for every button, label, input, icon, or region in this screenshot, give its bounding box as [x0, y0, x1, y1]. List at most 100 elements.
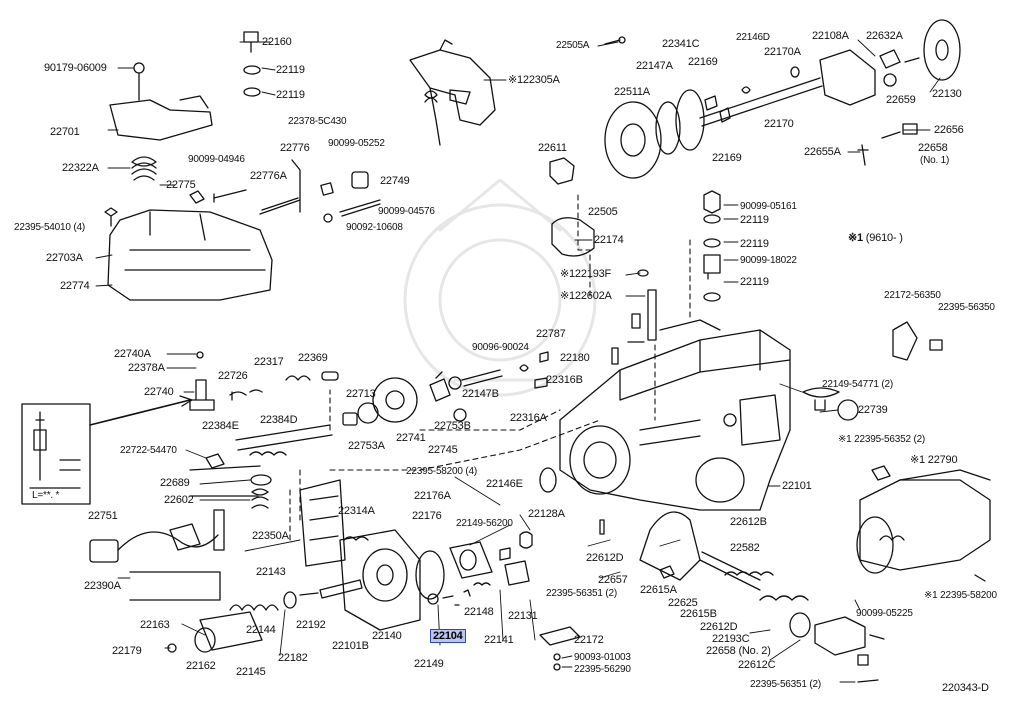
part-label-22612d[interactable]: 22612D — [586, 552, 624, 564]
part-label-22774[interactable]: 22774 — [60, 280, 90, 292]
part-label-22395-58200-4[interactable]: 22395-58200 (4) — [406, 466, 477, 477]
part-label-90099-05252[interactable]: 90099-05252 — [328, 138, 385, 149]
part-label-22395-56350[interactable]: 22395-56350 — [938, 302, 995, 313]
part-label-22751[interactable]: 22751 — [88, 510, 118, 522]
part-label-22176[interactable]: 22176 — [412, 510, 442, 522]
part-label-22119[interactable]: 22119 — [740, 238, 769, 250]
part-label-22182[interactable]: 22182 — [278, 652, 308, 664]
part-label-22612d[interactable]: 22612D — [700, 621, 738, 633]
part-label-22163[interactable]: 22163 — [140, 619, 170, 631]
part-label-22384e[interactable]: 22384E — [202, 420, 239, 432]
part-label-22378-5c430[interactable]: 22378-5C430 — [288, 116, 347, 127]
part-label-22726[interactable]: 22726 — [218, 370, 248, 382]
part-label-22146d[interactable]: 22146D — [736, 32, 770, 43]
part-label-22656[interactable]: 22656 — [934, 124, 964, 136]
part-label-22582[interactable]: 22582 — [730, 542, 760, 554]
part-label-22658-no1[interactable]: 22658 — [918, 142, 948, 154]
part-label-22193f[interactable]: ※122193F — [560, 268, 612, 280]
part-label-22160[interactable]: 22160 — [262, 36, 292, 48]
part-label-22689[interactable]: 22689 — [160, 477, 190, 489]
part-label-22395-54010[interactable]: 22395-54010 (4) — [14, 222, 85, 233]
part-label-90099-04576[interactable]: 90099-04576 — [378, 206, 435, 217]
part-label-22119[interactable]: 22119 — [276, 89, 305, 101]
part-label-22170a[interactable]: 22170A — [764, 46, 801, 58]
part-label-22739[interactable]: 22739 — [858, 404, 888, 416]
part-label-22146e[interactable]: 22146E — [486, 478, 523, 490]
part-label-22378a[interactable]: 22378A — [128, 362, 165, 374]
part-label-22625[interactable]: 22625 — [668, 597, 698, 609]
part-label-22130[interactable]: 22130 — [932, 88, 962, 100]
part-label-22655a[interactable]: 22655A — [804, 146, 841, 158]
part-label-22174[interactable]: 22174 — [594, 234, 624, 246]
part-label-22602[interactable]: 22602 — [164, 494, 194, 506]
part-label-22775[interactable]: 22775 — [166, 179, 196, 191]
part-label-22753b[interactable]: 22753B — [434, 420, 471, 432]
part-label-22701[interactable]: 22701 — [50, 126, 80, 138]
part-label-22657[interactable]: 22657 — [598, 574, 628, 586]
part-label-22713[interactable]: 22713 — [346, 388, 376, 400]
part-label-22148[interactable]: 22148 — [464, 606, 494, 618]
part-label-22141[interactable]: 22141 — [484, 634, 514, 646]
part-label-22722-54470[interactable]: 22722-54470 — [120, 445, 177, 456]
part-label-22740a[interactable]: 22740A — [114, 348, 151, 360]
part-label-22612c[interactable]: 22612C — [738, 659, 776, 671]
part-label-22753a[interactable]: 22753A — [348, 440, 385, 452]
part-label-22658-no2[interactable]: 22658 (No. 2) — [706, 645, 771, 657]
part-label-90099-18022[interactable]: 90099-18022 — [740, 255, 797, 266]
part-label-22144[interactable]: 22144 — [246, 624, 276, 636]
part-label-22149[interactable]: 22149 — [414, 658, 444, 670]
part-label-22632a[interactable]: 22632A — [866, 30, 903, 42]
part-label-22787[interactable]: 22787 — [536, 328, 566, 340]
part-label-22119[interactable]: 22119 — [740, 276, 769, 288]
part-label-22316b[interactable]: 22316B — [546, 374, 583, 386]
part-label-22790[interactable]: ※1 22790 — [910, 454, 958, 466]
part-label-22317[interactable]: 22317 — [254, 356, 284, 368]
part-label-22395-58200[interactable]: ※1 22395-58200 — [924, 590, 997, 601]
part-label-22615a[interactable]: 22615A — [640, 584, 677, 596]
part-label-22119[interactable]: 22119 — [740, 214, 769, 226]
part-label-22104-selected[interactable]: 22104 — [430, 629, 466, 643]
part-label-22305a[interactable]: ※122305A — [508, 74, 560, 86]
part-label-22180[interactable]: 22180 — [560, 352, 590, 364]
part-label-22170[interactable]: 22170 — [764, 118, 794, 130]
part-label-22395-56290[interactable]: 22395-56290 — [574, 664, 631, 675]
part-label-22395-56351[interactable]: 22395-56351 (2) — [546, 588, 617, 599]
part-label-22511a[interactable]: 22511A — [614, 86, 650, 98]
part-label-22741[interactable]: 22741 — [396, 432, 426, 444]
part-label-22740[interactable]: 22740 — [144, 386, 174, 398]
part-label-22316a[interactable]: 22316A — [510, 412, 547, 424]
part-label-90092-10608[interactable]: 90092-10608 — [346, 222, 403, 233]
part-label-22176a[interactable]: 22176A — [414, 490, 451, 502]
part-label-90099-05225[interactable]: 90099-05225 — [856, 608, 913, 619]
part-label-22395-56351[interactable]: 22395-56351 (2) — [750, 679, 821, 690]
part-label-22101b[interactable]: 22101B — [332, 640, 369, 652]
part-label-22119[interactable]: 22119 — [276, 64, 305, 76]
part-label-22179[interactable]: 22179 — [112, 645, 142, 657]
part-label-22149-54771[interactable]: 22149-54771 (2) — [822, 379, 893, 390]
part-label-22145[interactable]: 22145 — [236, 666, 266, 678]
part-label-22505a[interactable]: 22505A — [556, 40, 590, 51]
part-label-22776a[interactable]: 22776A — [250, 170, 287, 182]
part-label-22169[interactable]: 22169 — [688, 56, 718, 68]
part-label-22602a[interactable]: ※122602A — [560, 290, 612, 302]
part-label-22615b[interactable]: 22615B — [680, 608, 717, 620]
part-label-22505[interactable]: 22505 — [588, 206, 618, 218]
part-label-22143[interactable]: 22143 — [256, 566, 286, 578]
part-label-90099-04946[interactable]: 90099-04946 — [188, 154, 245, 165]
part-label-22776[interactable]: 22776 — [280, 142, 310, 154]
part-label-90093-01003[interactable]: 90093-01003 — [574, 652, 631, 663]
part-label-22147a[interactable]: 22147A — [636, 60, 673, 72]
part-label-22749[interactable]: 22749 — [380, 175, 410, 187]
part-label-22314a[interactable]: 22314A — [338, 505, 375, 517]
part-label-22131[interactable]: 22131 — [508, 610, 538, 622]
part-label-22611[interactable]: 22611 — [538, 142, 567, 154]
part-label-22192[interactable]: 22192 — [296, 619, 326, 631]
part-label-22659[interactable]: 22659 — [886, 94, 916, 106]
part-label-22140[interactable]: 22140 — [372, 630, 402, 642]
part-label-22101[interactable]: 22101 — [782, 480, 812, 492]
part-label-22169[interactable]: 22169 — [712, 152, 742, 164]
part-label-22147b[interactable]: 22147B — [462, 388, 499, 400]
part-label-22745[interactable]: 22745 — [428, 444, 458, 456]
part-label-22108a[interactable]: 22108A — [812, 30, 849, 42]
part-label-22322a[interactable]: 22322A — [62, 162, 99, 174]
